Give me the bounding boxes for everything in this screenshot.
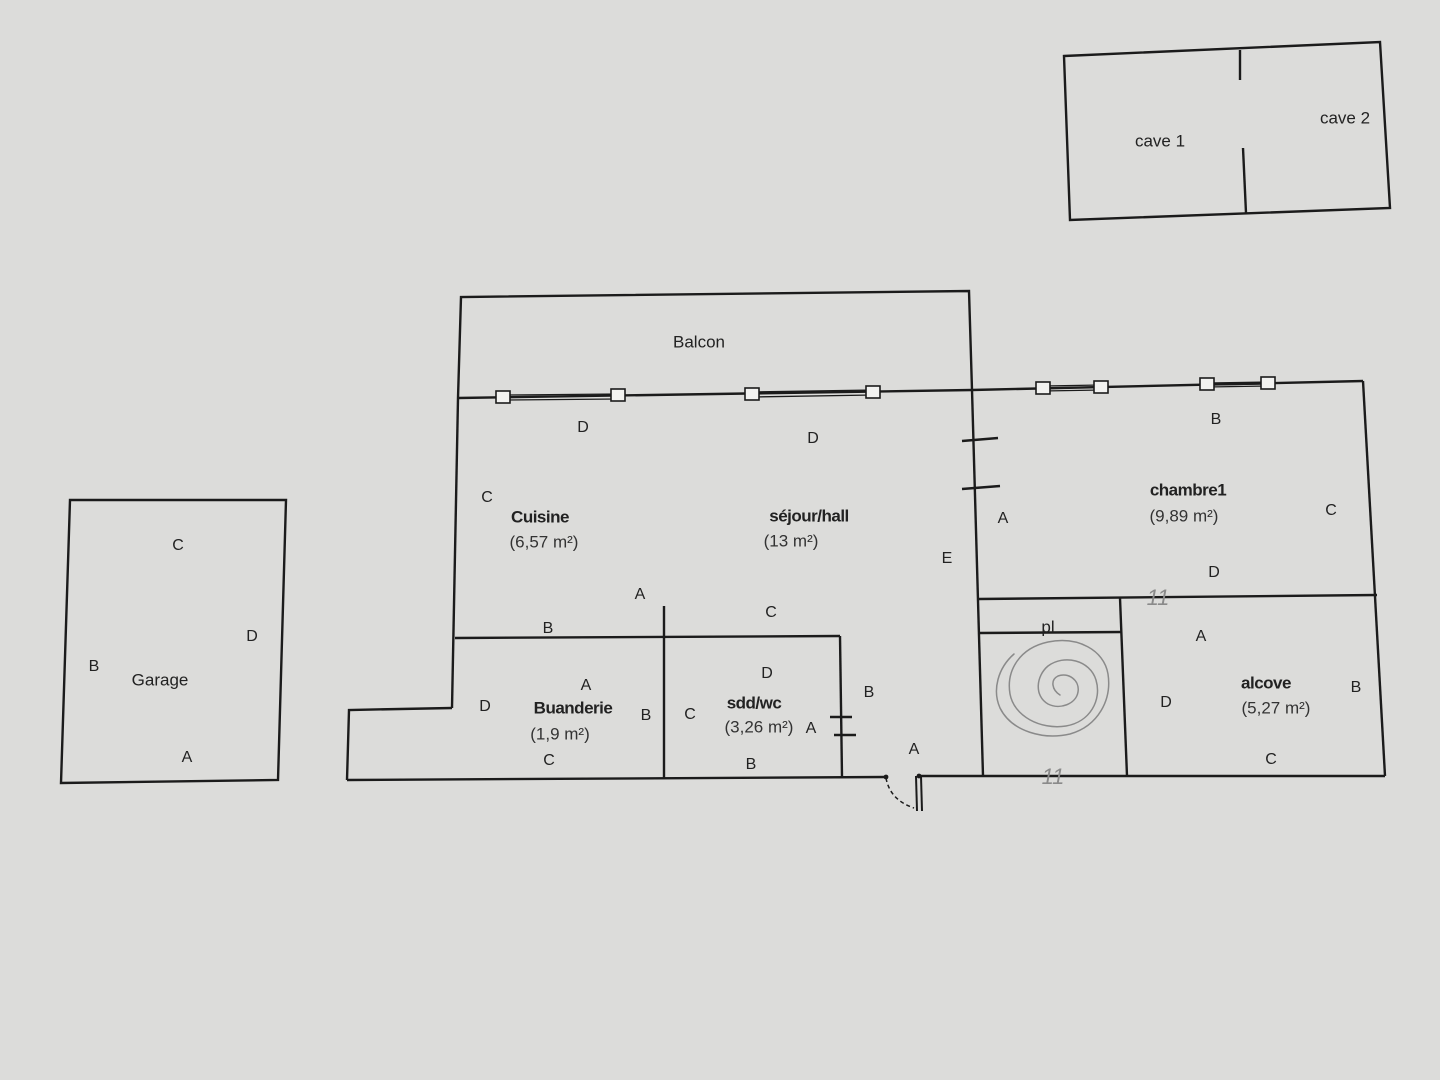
balcony-outline xyxy=(456,289,974,399)
living-wall-e: E xyxy=(941,550,953,567)
bedroom-wall-d: D xyxy=(1208,564,1220,581)
bedroom-wall-b: B xyxy=(1210,411,1222,428)
cave1-label: cave 1 xyxy=(1134,131,1186,151)
living-wall-d: D xyxy=(807,430,819,447)
kitchen-wall-a: A xyxy=(634,586,646,603)
garage-wall-d: D xyxy=(246,628,258,645)
alcove-wall-b: B xyxy=(1350,679,1362,696)
kitchen-name: Cuisine xyxy=(511,507,569,527)
garage-wall-c: C xyxy=(172,537,184,554)
laundry-wall-b: B xyxy=(640,707,652,724)
alcove-area: (5,27 m²) xyxy=(1241,698,1311,718)
kitchen-area: (6,57 m²) xyxy=(509,532,579,552)
window-living xyxy=(744,385,881,401)
apartment-outline xyxy=(345,379,1387,782)
balcony-label: Balcon xyxy=(673,332,725,352)
closet-label: pl xyxy=(1041,617,1055,637)
entrance-door xyxy=(883,773,923,812)
interior-walls xyxy=(454,389,1378,778)
kitchen-wall-d: D xyxy=(577,419,589,436)
cellar-outline xyxy=(1062,40,1392,222)
living-name: séjour/hall xyxy=(769,506,849,526)
pencil-mark-bottom: 11 xyxy=(1041,764,1065,789)
pencil-scribble xyxy=(995,639,1110,737)
bathroom-area: (3,26 m²) xyxy=(724,717,794,737)
laundry-wall-d: D xyxy=(479,698,491,715)
window-bedroom-right xyxy=(1199,376,1276,391)
bedroom-wall-a: A xyxy=(997,510,1009,527)
bathroom-name: sdd/wc xyxy=(726,693,782,713)
garage-label: Garage xyxy=(131,670,189,690)
garage-wall-a: A xyxy=(181,749,193,766)
window-kitchen xyxy=(495,388,626,404)
laundry-name: Buanderie xyxy=(533,698,613,718)
bedroom-area: (9,89 m²) xyxy=(1149,506,1219,526)
bathroom-wall-b: B xyxy=(745,756,757,773)
alcove-wall-d: D xyxy=(1160,694,1172,711)
alcove-wall-c: C xyxy=(1265,751,1277,768)
living-wall-a: A xyxy=(908,741,920,758)
garage-outline xyxy=(59,498,288,785)
bathroom-wall-c: C xyxy=(684,706,696,723)
bathroom-wall-d: D xyxy=(761,665,773,682)
laundry-wall-a: A xyxy=(580,677,592,694)
laundry-wall-c: C xyxy=(543,752,555,769)
pencil-mark-top: 11 xyxy=(1146,585,1170,610)
alcove-wall-a: A xyxy=(1195,628,1207,645)
living-wall-c: C xyxy=(765,604,777,621)
laundry-area: (1,9 m²) xyxy=(530,724,590,744)
bathroom-wall-a: A xyxy=(805,720,817,737)
window-bedroom-left xyxy=(1035,380,1109,395)
cave2-label: cave 2 xyxy=(1319,108,1371,128)
bathroom-outer-wall-b: B xyxy=(863,684,875,701)
bedroom-wall-c: C xyxy=(1325,502,1337,519)
bedroom-name: chambre1 xyxy=(1149,480,1227,500)
garage-wall-b: B xyxy=(88,658,100,675)
kitchen-wall-b: B xyxy=(542,620,554,637)
kitchen-wall-c: C xyxy=(481,489,493,506)
alcove-name: alcove xyxy=(1241,673,1291,693)
living-area: (13 m²) xyxy=(763,531,819,551)
